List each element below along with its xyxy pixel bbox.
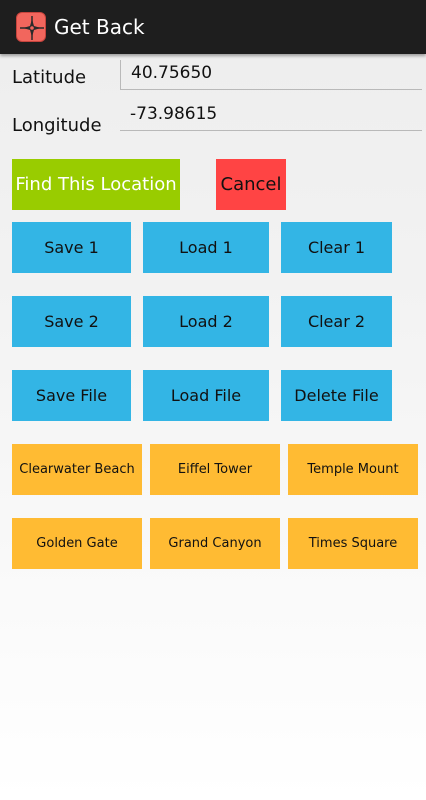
cancel-button[interactable]: Cancel — [216, 159, 286, 210]
app-title: Get Back — [54, 15, 145, 39]
preset-clearwater-beach-button[interactable]: Clearwater Beach — [12, 444, 142, 495]
save-2-button[interactable]: Save 2 — [12, 296, 131, 347]
delete-file-button[interactable]: Delete File — [281, 370, 392, 421]
load-1-button[interactable]: Load 1 — [143, 222, 269, 273]
latitude-field[interactable] — [120, 60, 422, 90]
longitude-label: Longitude — [12, 115, 102, 136]
save-file-button[interactable]: Save File — [12, 370, 131, 421]
clear-1-button[interactable]: Clear 1 — [281, 222, 392, 273]
save-1-button[interactable]: Save 1 — [12, 222, 131, 273]
preset-temple-mount-button[interactable]: Temple Mount — [288, 444, 418, 495]
latitude-label: Latitude — [12, 67, 87, 88]
clear-2-button[interactable]: Clear 2 — [281, 296, 392, 347]
preset-eiffel-tower-button[interactable]: Eiffel Tower — [150, 444, 280, 495]
preset-grand-canyon-button[interactable]: Grand Canyon — [150, 518, 280, 569]
load-file-button[interactable]: Load File — [143, 370, 269, 421]
find-location-button[interactable]: Find This Location — [12, 159, 180, 210]
compass-icon[interactable] — [16, 12, 46, 42]
preset-golden-gate-button[interactable]: Golden Gate — [12, 518, 142, 569]
load-2-button[interactable]: Load 2 — [143, 296, 269, 347]
longitude-field[interactable] — [120, 101, 422, 131]
action-bar: Get Back — [0, 0, 426, 54]
preset-times-square-button[interactable]: Times Square — [288, 518, 418, 569]
